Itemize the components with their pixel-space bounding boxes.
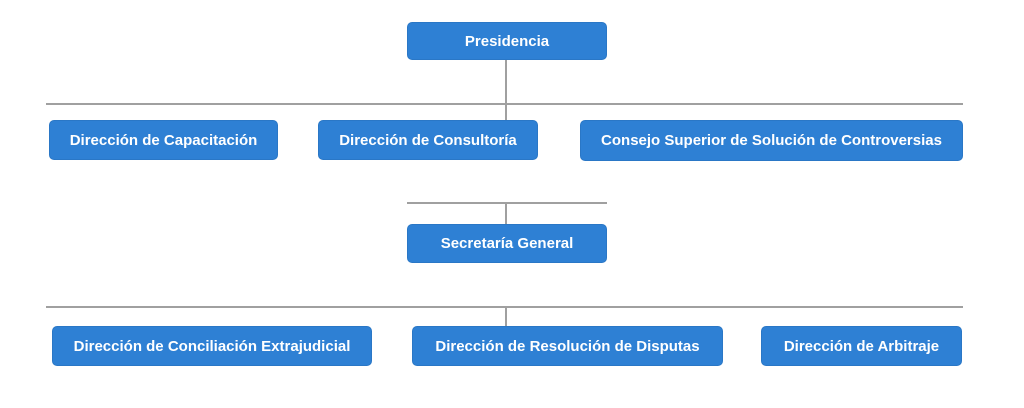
org-node-direccion-conciliacion-extrajudicial: Dirección de Conciliación Extrajudicial: [52, 326, 372, 366]
org-node-consejo-superior: Consejo Superior de Solución de Controve…: [580, 120, 963, 161]
org-node-direccion-consultoria: Dirección de Consultoría: [318, 120, 538, 160]
org-node-secretaria-general: Secretaría General: [407, 224, 607, 263]
org-node-direccion-capacitacion: Dirección de Capacitación: [49, 120, 278, 160]
connector-horizontal-bottom-row: [46, 306, 963, 308]
connector-vertical-resolucion: [505, 308, 507, 326]
org-node-presidencia: Presidencia: [407, 22, 607, 60]
org-node-direccion-resolucion-disputas: Dirección de Resolución de Disputas: [412, 326, 723, 366]
connector-vertical-consultoria: [505, 105, 507, 120]
connector-vertical-presidencia: [505, 60, 507, 103]
org-node-direccion-arbitraje: Dirección de Arbitraje: [761, 326, 962, 366]
connector-horizontal-top-row: [46, 103, 963, 105]
connector-vertical-secretaria: [505, 204, 507, 224]
connector-horizontal-secretaria: [407, 202, 607, 204]
